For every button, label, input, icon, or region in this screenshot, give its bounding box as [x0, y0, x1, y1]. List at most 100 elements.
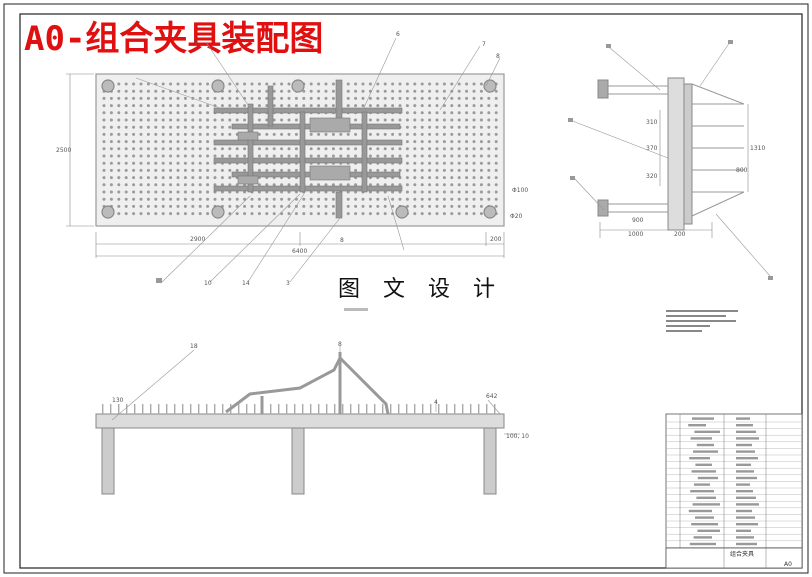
- plate-tooth: [374, 404, 376, 414]
- grid-hole: [317, 204, 321, 208]
- grid-hole: [435, 176, 439, 180]
- grid-hole: [154, 190, 158, 194]
- grid-hole: [428, 161, 432, 165]
- grid-hole: [124, 161, 128, 165]
- grid-hole: [176, 183, 180, 187]
- grid-hole: [442, 147, 446, 151]
- grid-hole: [243, 104, 247, 108]
- front-callout-642: 642: [486, 393, 498, 400]
- grid-hole: [257, 168, 261, 172]
- title-block-cell-text: [696, 443, 714, 447]
- grid-hole: [435, 161, 439, 165]
- grid-hole: [220, 147, 224, 151]
- grid-hole: [257, 147, 261, 151]
- grid-hole: [435, 147, 439, 151]
- watermark-text: 图 文 设 计: [338, 277, 503, 302]
- grid-hole: [405, 183, 409, 187]
- plate-tooth: [406, 404, 408, 414]
- plate-tooth: [398, 404, 400, 414]
- title-block-cell-text: [695, 463, 712, 466]
- grid-hole: [228, 197, 232, 201]
- grid-hole: [457, 212, 461, 216]
- grid-hole: [146, 111, 150, 115]
- grid-hole: [405, 82, 409, 86]
- grid-hole: [191, 132, 195, 136]
- grid-hole: [405, 190, 409, 194]
- grid-hole: [346, 96, 350, 100]
- grid-hole: [191, 82, 195, 86]
- callout-8: 8: [496, 53, 500, 60]
- grid-hole: [354, 104, 358, 108]
- grid-hole: [324, 104, 328, 108]
- grid-hole: [376, 96, 380, 100]
- grid-hole: [132, 183, 136, 187]
- grid-hole: [169, 204, 173, 208]
- grid-hole: [102, 183, 106, 187]
- grid-hole: [213, 168, 217, 172]
- grid-hole: [309, 96, 313, 100]
- clamp-post-3: [299, 111, 306, 193]
- plate-tooth: [110, 404, 112, 414]
- grid-hole: [465, 154, 469, 158]
- grid-hole: [376, 132, 380, 136]
- grid-hole: [228, 96, 232, 100]
- grid-hole: [191, 176, 195, 180]
- grid-hole: [109, 140, 113, 144]
- grid-hole: [176, 168, 180, 172]
- grid-hole: [361, 212, 365, 216]
- grid-hole: [368, 132, 372, 136]
- grid-hole: [102, 132, 106, 136]
- drawing-title: A0-组合夹具装配图: [24, 19, 323, 59]
- grid-hole: [413, 154, 417, 158]
- side-dim-bottom3: 200: [674, 231, 686, 238]
- grid-hole: [243, 147, 247, 151]
- grid-hole: [302, 104, 306, 108]
- grid-hole: [442, 111, 446, 115]
- grid-hole: [228, 183, 232, 187]
- title-block-cell-text: [736, 430, 756, 433]
- grid-hole: [420, 183, 424, 187]
- grid-hole: [457, 132, 461, 136]
- grid-hole: [124, 168, 128, 172]
- grid-hole: [494, 125, 498, 129]
- plate-tooth: [254, 404, 256, 414]
- grid-hole: [420, 82, 424, 86]
- grid-hole: [206, 176, 210, 180]
- grid-hole: [494, 96, 498, 100]
- grid-hole: [324, 197, 328, 201]
- grid-hole: [413, 204, 417, 208]
- grid-hole: [191, 111, 195, 115]
- grid-hole: [139, 125, 143, 129]
- plate-tooth: [278, 404, 280, 414]
- grid-hole: [472, 140, 476, 144]
- grid-hole: [213, 176, 217, 180]
- grid-hole: [442, 132, 446, 136]
- grid-hole: [435, 96, 439, 100]
- grid-hole: [213, 154, 217, 158]
- grid-hole: [457, 168, 461, 172]
- grid-hole: [391, 89, 395, 93]
- clamp-post-6: [361, 111, 368, 193]
- grid-hole: [198, 104, 202, 108]
- grid-hole: [132, 111, 136, 115]
- grid-hole: [102, 96, 106, 100]
- grid-hole: [132, 204, 136, 208]
- grid-hole: [309, 147, 313, 151]
- grid-hole: [354, 89, 358, 93]
- grid-hole: [169, 190, 173, 194]
- grid-hole: [405, 132, 409, 136]
- grid-hole: [479, 183, 483, 187]
- grid-hole: [272, 183, 276, 187]
- clamp-assemblies: [213, 79, 403, 219]
- front-top-plate: [95, 413, 505, 429]
- grid-hole: [383, 168, 387, 172]
- grid-hole: [272, 118, 276, 122]
- grid-hole: [183, 104, 187, 108]
- front-view: 18 8 4 642 100, 10 130: [95, 341, 529, 495]
- grid-hole: [435, 197, 439, 201]
- front-callout-4: 4: [434, 399, 438, 406]
- grid-hole: [420, 197, 424, 201]
- grid-hole: [191, 104, 195, 108]
- grid-hole: [405, 176, 409, 180]
- grid-hole: [472, 104, 476, 108]
